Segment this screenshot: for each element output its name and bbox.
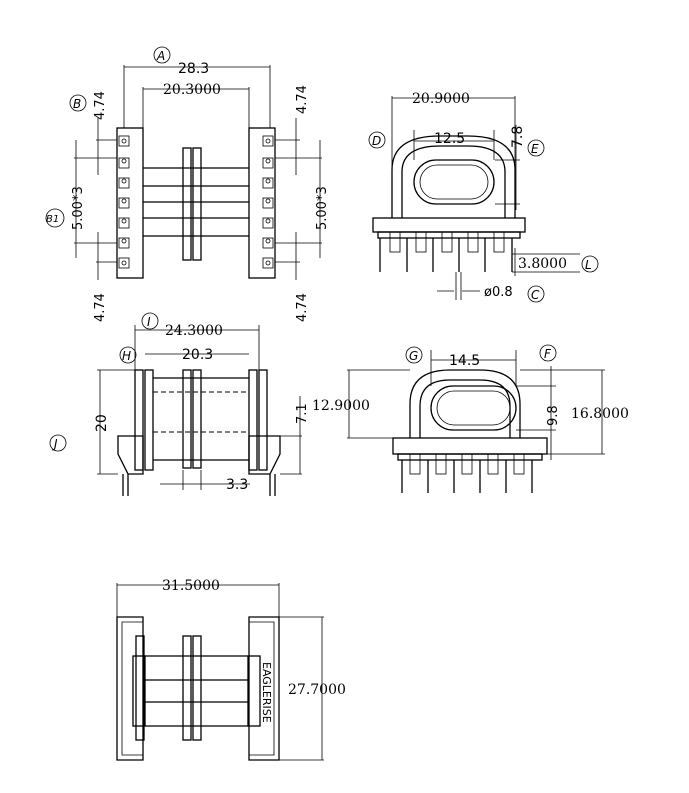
dim-top-left-pitch: 5.00*3 [71, 186, 86, 230]
side-view: 24.3000 20.3 20 7.1 3.3 I H J [49, 312, 310, 496]
label-i: I [147, 315, 151, 329]
dim-front-pin-len: 3.8000 [518, 256, 567, 272]
dim-front-pin-dia: ø0.8 [484, 285, 513, 300]
end-view: 14.5 12.9000 9.8 16.8000 G F [312, 344, 629, 493]
dim-top-right-edge: 4.74 [295, 85, 310, 114]
label-j: J [52, 437, 58, 451]
label-f: F [544, 347, 552, 361]
dim-top-width: 28.3 [178, 61, 209, 77]
front-view: 20.9000 12.5 7.8 3.8000 ø0.8 D E L C [368, 91, 599, 303]
label-b: B [73, 97, 81, 111]
label-g: G [409, 349, 418, 363]
top-view: 28.3 20.3000 4.74 5.00*3 4.74 4.74 5.00*… [45, 46, 330, 322]
label-d: D [372, 134, 381, 148]
dim-top-left-edge: 4.74 [93, 91, 108, 120]
dim-side-overall: 24.3000 [165, 323, 223, 339]
dim-side-gap: 3.3 [226, 477, 248, 493]
label-e: E [531, 142, 539, 156]
dim-bottom-height: 27.7000 [288, 682, 346, 698]
dim-top-right-pitch: 5.00*3 [315, 186, 330, 230]
brand-mark: EAGLERISE [260, 662, 273, 723]
dim-front-height: 7.8 [510, 126, 526, 148]
dim-top-left-bottom: 4.74 [93, 293, 108, 322]
dim-end-inner: 14.5 [449, 353, 480, 369]
label-b1: B1 [46, 214, 59, 225]
label-l: L [585, 258, 592, 272]
label-h: H [122, 349, 131, 363]
dim-side-flange: 7.1 [295, 403, 310, 424]
dim-bottom-width: 31.5000 [162, 578, 220, 594]
dim-end-win-h: 9.8 [546, 405, 561, 426]
label-c: C [531, 288, 540, 302]
dim-side-height: 20 [94, 414, 110, 432]
dim-top-right-bottom: 4.74 [295, 293, 310, 322]
dim-front-width: 20.9000 [412, 91, 470, 107]
dim-end-left-h: 12.9000 [312, 398, 370, 414]
dim-top-inner: 20.3000 [163, 82, 221, 98]
dim-end-right-h: 16.8000 [571, 406, 629, 422]
bottom-view: EAGLERISE 31.5000 27.7000 [116, 578, 346, 761]
dim-front-inner: 12.5 [434, 131, 465, 147]
dim-side-inner: 20.3 [182, 347, 213, 363]
label-a: A [156, 49, 165, 63]
